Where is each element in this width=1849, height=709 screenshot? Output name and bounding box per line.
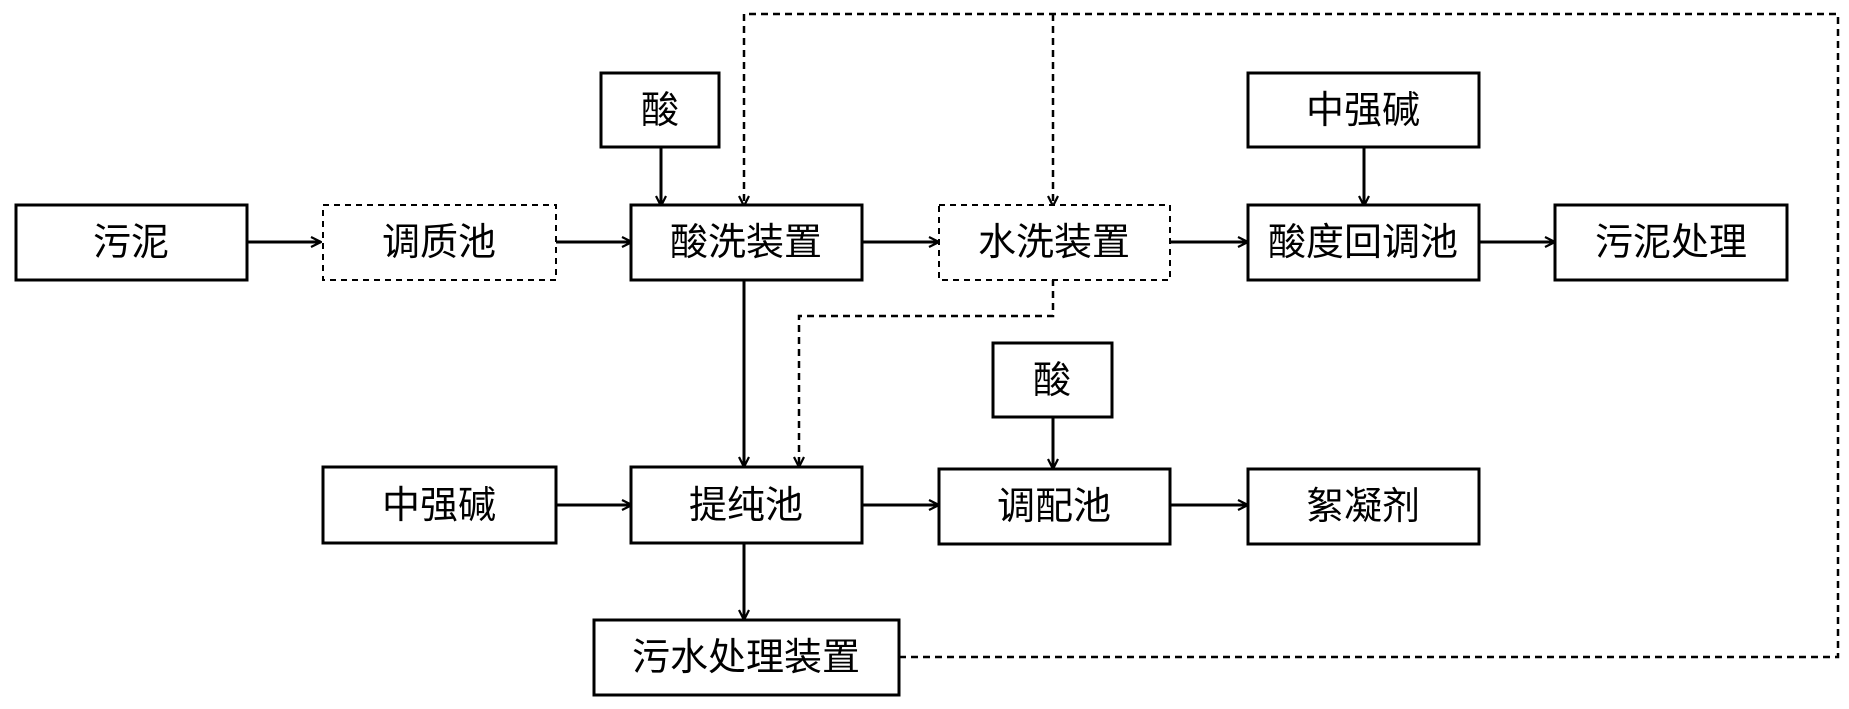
node-acid-mid: 酸 xyxy=(991,341,1114,419)
node-label: 酸洗装置 xyxy=(670,220,822,264)
connectors xyxy=(247,12,1840,659)
node-label: 污泥处理 xyxy=(1595,220,1747,264)
node-acidity-adjust-tank: 酸度回调池 xyxy=(1246,203,1481,282)
node-acid-top: 酸 xyxy=(599,71,721,149)
node-wastewater-treatment-device: 污水处理装置 xyxy=(592,618,901,697)
node-sludge: 污泥 xyxy=(14,203,249,282)
node-label: 污泥 xyxy=(93,220,169,264)
node-label: 酸 xyxy=(1033,358,1071,402)
node-label: 水洗装置 xyxy=(978,220,1130,264)
node-sludge-treatment: 污泥处理 xyxy=(1553,203,1789,282)
node-base-top: 中强碱 xyxy=(1246,71,1481,149)
node-label: 中强碱 xyxy=(382,483,496,527)
node-base-left: 中强碱 xyxy=(321,465,558,545)
node-flocculant: 絮凝剂 xyxy=(1246,467,1481,546)
node-label: 酸 xyxy=(641,88,679,132)
arrow-waterwash-to-purification xyxy=(799,279,1055,467)
node-label: 酸度回调池 xyxy=(1268,220,1458,264)
node-label: 调质池 xyxy=(382,220,496,264)
node-label: 絮凝剂 xyxy=(1306,484,1420,528)
node-label: 污水处理装置 xyxy=(632,635,860,679)
node-label: 调配池 xyxy=(997,484,1111,528)
node-label: 提纯池 xyxy=(689,483,803,527)
recycle-loop-line xyxy=(744,12,1840,659)
node-purification-tank: 提纯池 xyxy=(629,465,864,545)
node-acid-wash-device: 酸洗装置 xyxy=(629,203,864,282)
node-blending-tank: 调配池 xyxy=(937,467,1172,546)
node-water-wash-device: 水洗装置 xyxy=(938,204,1171,281)
node-conditioning-tank: 调质池 xyxy=(322,204,557,281)
node-label: 中强碱 xyxy=(1306,88,1420,132)
